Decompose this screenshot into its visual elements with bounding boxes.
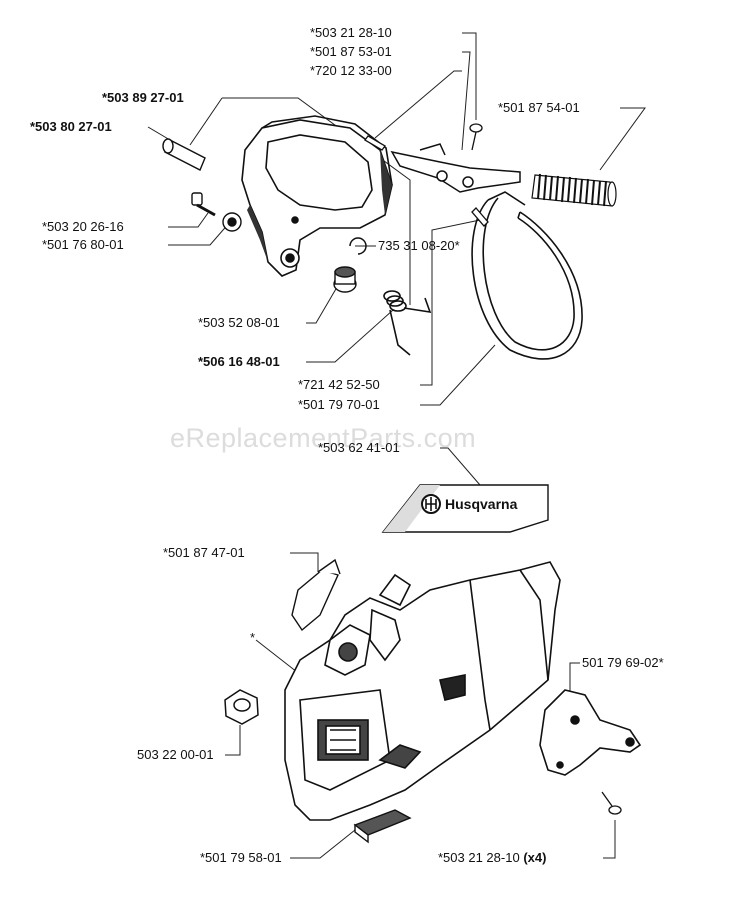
bracket-part [539,689,642,776]
label-p6: *503 80 27-01 [30,119,112,134]
label-p16: * [250,630,256,645]
pin-part [364,135,386,151]
brake-band-part [471,191,583,360]
band-pin-part [471,207,489,227]
label-p18: 503 22 00-01 [137,747,214,762]
bracket-screw-part [601,791,622,815]
brake-handle-shading [247,150,392,262]
circlip-part [349,237,367,255]
sleeve-part [162,138,206,171]
rubber-pad-part [353,809,412,844]
pivot-bolt-part [333,266,357,293]
label-p5: *501 87 54-01 [498,100,580,115]
label-p12: *721 42 52-50 [298,377,380,392]
screw-part [191,192,242,232]
label-p15: *501 87 47-01 [163,545,245,560]
clip-part [291,558,341,632]
link-screw-part [469,123,483,151]
watermark: eReplacementParts.com [170,423,477,453]
brake-link-part [390,143,521,193]
label-p4: *503 89 27-01 [102,90,184,105]
label-p10: *503 52 08-01 [198,315,280,330]
label-p19: *501 79 58-01 [200,850,282,865]
nut-part [224,689,259,725]
label-p3: *720 12 33-00 [310,63,392,78]
label-p9: 735 31 08-20* [378,238,460,253]
label-p1: *503 21 28-10 [310,25,392,40]
torsion-spring-part [383,290,432,356]
label-p13: *501 79 70-01 [298,397,380,412]
label-p17: 501 79 69-02* [582,655,664,670]
label-p11: *506 16 48-01 [198,354,280,369]
brand-logo-text: Husqvarna [445,496,518,512]
leader-lines [147,32,646,859]
label-p7: *503 20 26-16 [42,219,124,234]
clutch-cover [284,561,561,821]
label-p2: *501 87 53-01 [310,44,392,59]
brake-handle [241,115,393,277]
coil-spring-part [531,173,617,207]
label-p20-part: *503 21 28-10 [438,850,520,865]
husqvarna-decal [381,484,549,533]
label-p20-qty: (x4) [523,850,547,865]
label-p8: *501 76 80-01 [42,237,124,252]
label-p20: *503 21 28-10 (x4) [438,850,546,865]
label-p14: *503 62 41-01 [318,440,400,455]
